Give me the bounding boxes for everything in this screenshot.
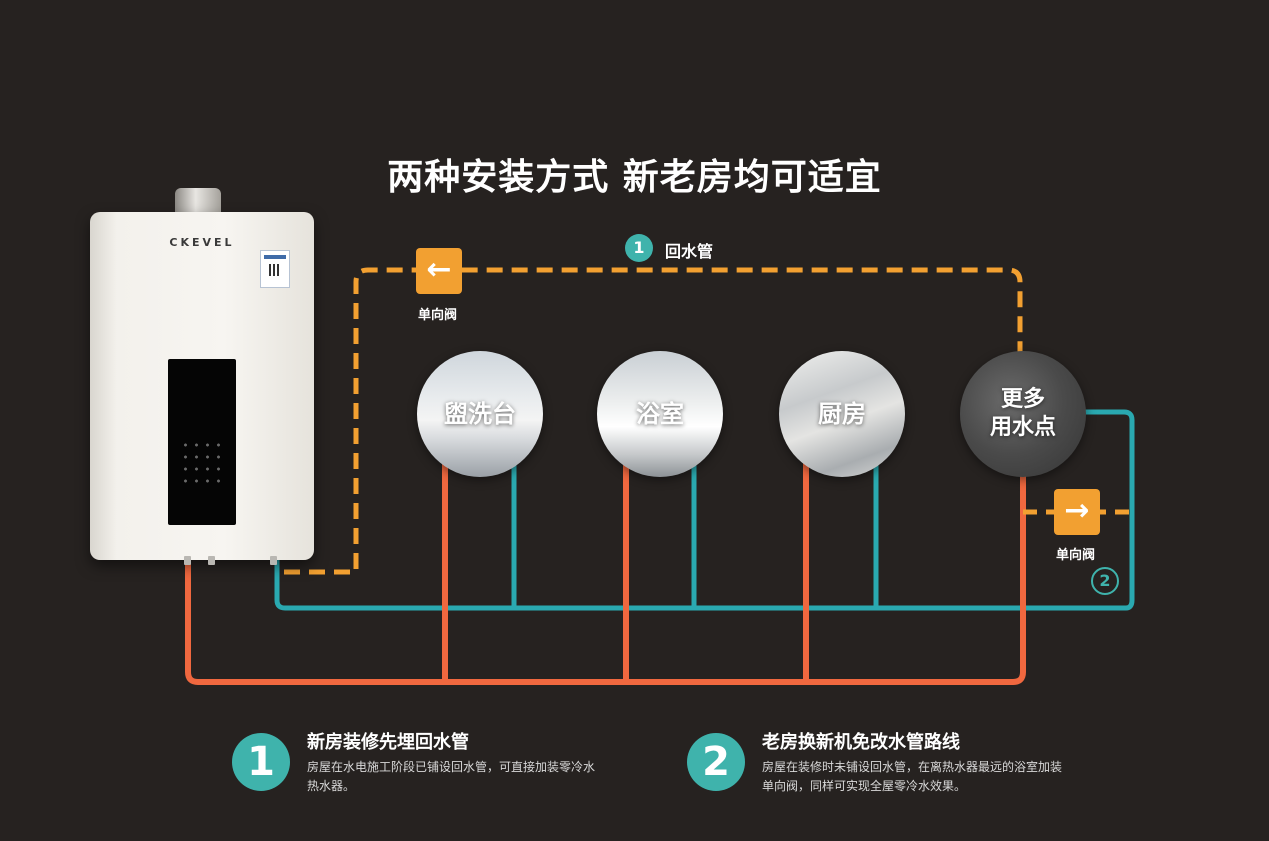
arrow-left-icon: ← [426,252,452,287]
return-pipe-label: 回水管 [665,242,714,261]
heater-flue [175,188,221,216]
spot-washbasin: 盥洗台 [417,351,543,477]
check-valve-left: ← [416,248,462,294]
water-heater: CKEVEL [90,212,314,560]
panel-buttons-icon [180,439,224,489]
spot-kitchen: 厨房 [779,351,905,477]
method-2-desc: 房屋在装修时未铺设回水管，在离热水器最远的浴室加装单向阀，同样可实现全屋零冷水效… [762,760,1063,793]
spot-more-outlets: 更多 用水点 [960,351,1086,477]
cold-main-pipe [274,409,1135,611]
check-valve-right-label: 单向阀 [1056,548,1096,563]
check-valve-left-label: 单向阀 [418,308,458,323]
spot-bathroom-label: 浴室 [636,400,684,428]
heater-energy-label [260,250,290,288]
arrow-right-icon: → [1064,493,1090,528]
spot-kitchen-label: 厨房 [818,400,866,428]
heater-connectors [184,556,277,566]
method-2-title: 老房换新机免改水管路线 [762,732,960,753]
heater-control-panel [168,359,236,525]
hot-main-pipe [185,460,1026,685]
page-title: 两种安装方式 新老房均可适宜 [387,157,882,198]
return-pipe-dashed [284,267,1023,575]
heater-brand-text: CKEVEL [169,236,235,249]
spot-bathroom: 浴室 [597,351,723,477]
check-valve-right: → [1054,489,1100,535]
method-2-badge: 2 [687,733,745,791]
method-1-badge: 1 [232,733,290,791]
spot-washbasin-label: 盥洗台 [444,400,516,428]
method-1-title: 新房装修先埋回水管 [307,732,469,753]
method-2-badge-small: 2 [1091,567,1119,595]
return-pipe-badge: 1 [625,234,653,262]
method-1-desc: 房屋在水电施工阶段已铺设回水管，可直接加装零冷水热水器。 [307,760,596,793]
spot-more-outlets-label: 更多 用水点 [989,387,1056,440]
